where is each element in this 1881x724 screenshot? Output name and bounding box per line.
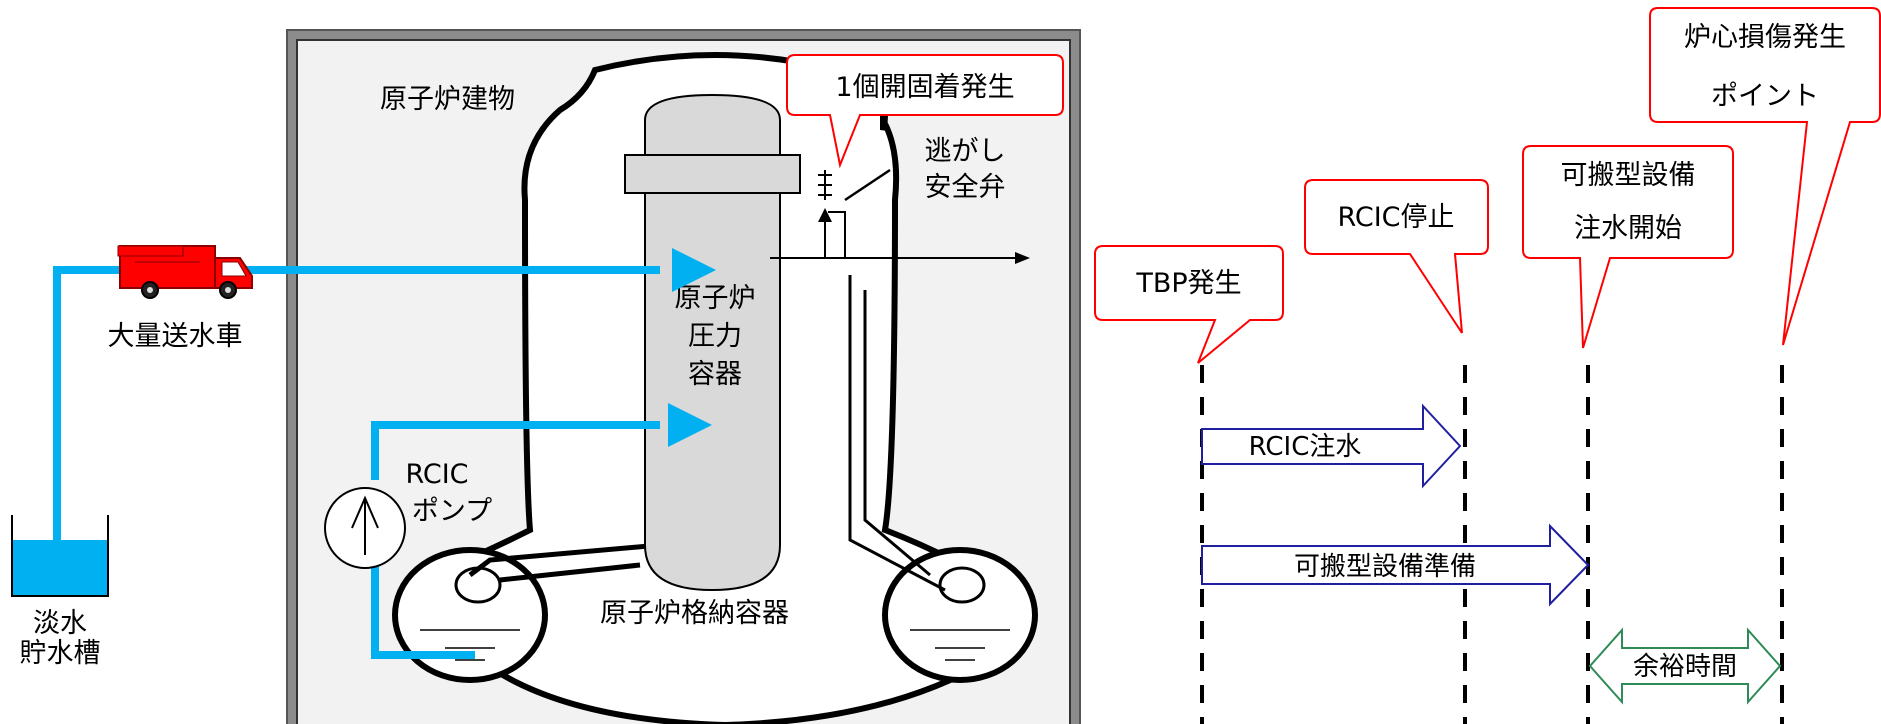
tank-label-line1: 淡水	[33, 608, 87, 639]
rcic-injection-pipe	[371, 421, 660, 659]
safety-valve-icon	[818, 168, 891, 258]
callout-rcic-stop-text: RCIC停止	[1337, 202, 1454, 233]
arrow-margin-time	[1588, 627, 1782, 705]
callout-portable-start-text1: 可搬型設備	[1561, 160, 1696, 191]
callout-rcic-stop	[1304, 179, 1489, 334]
pump-icon	[324, 487, 406, 569]
callout-portable-start	[1522, 145, 1734, 349]
truck-label: 大量送水車	[108, 321, 243, 352]
arrow-rcic-injection-label: RCIC注水	[1249, 432, 1362, 462]
arrow-rcic-injection	[1201, 403, 1462, 489]
arrow-portable-prep-label: 可搬型設備準備	[1294, 552, 1476, 582]
callout-tbp	[1094, 245, 1284, 364]
rpv-label-line2: 圧力	[688, 321, 742, 352]
suppression-pool-left-icon	[392, 547, 548, 683]
pump-label-line2: ポンプ	[412, 496, 492, 527]
suppression-pool-right-icon	[882, 547, 1038, 683]
reactor-pressure-vessel	[644, 93, 781, 592]
fire-truck-icon	[117, 245, 253, 299]
rpv-label-line3: 容器	[688, 359, 742, 390]
srv-callout-text: 1個開固着発生	[835, 72, 1014, 103]
building-label: 原子炉建物	[380, 84, 515, 115]
callout-tbp-text: TBP発生	[1135, 268, 1241, 299]
callout-core-damage-text2: ポイント	[1711, 81, 1819, 112]
rpv-label-line1: 原子炉	[675, 283, 756, 314]
arrow-portable-prep	[1201, 523, 1590, 607]
callout-core-damage-text1: 炉心損傷発生	[1684, 22, 1846, 53]
rcic-injection-arrowhead	[668, 403, 712, 447]
rpv-flange	[624, 154, 801, 194]
portable-injection-pipe	[53, 266, 660, 572]
srv-callout	[786, 54, 1064, 169]
callout-portable-start-text2: 注水開始	[1574, 213, 1682, 244]
pcv-label: 原子炉格納容器	[600, 598, 789, 629]
srv-label-line2: 安全弁	[925, 172, 1006, 203]
pump-label-line1: RCIC	[405, 459, 468, 490]
portable-injection-arrowhead	[672, 248, 716, 292]
tank-label-line2: 貯水槽	[20, 638, 101, 669]
callout-core-damage	[1649, 7, 1881, 346]
srv-label-line1: 逃がし	[925, 136, 1006, 167]
timeline-markers	[1200, 365, 1784, 724]
arrow-margin-time-label: 余裕時間	[1633, 652, 1737, 682]
